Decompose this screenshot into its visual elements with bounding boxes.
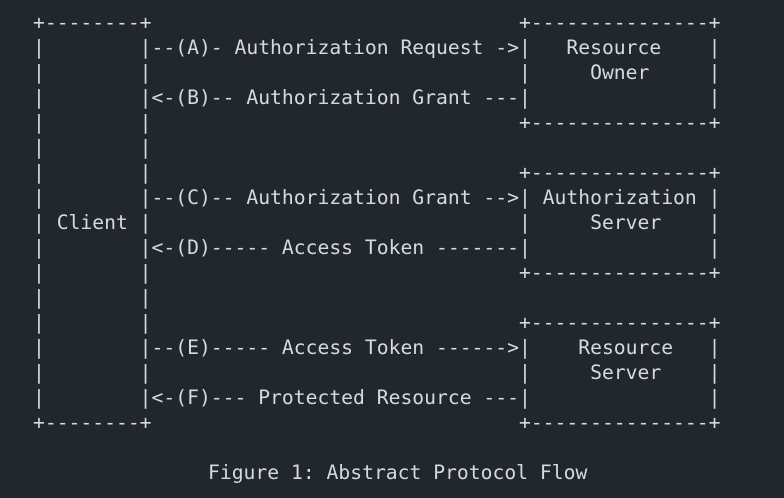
figure-caption: Figure 1: Abstract Protocol Flow xyxy=(208,461,588,484)
oauth-abstract-protocol-flow-ascii-diagram: +--------+ +---------------+ | |--(A)- A… xyxy=(33,11,721,434)
